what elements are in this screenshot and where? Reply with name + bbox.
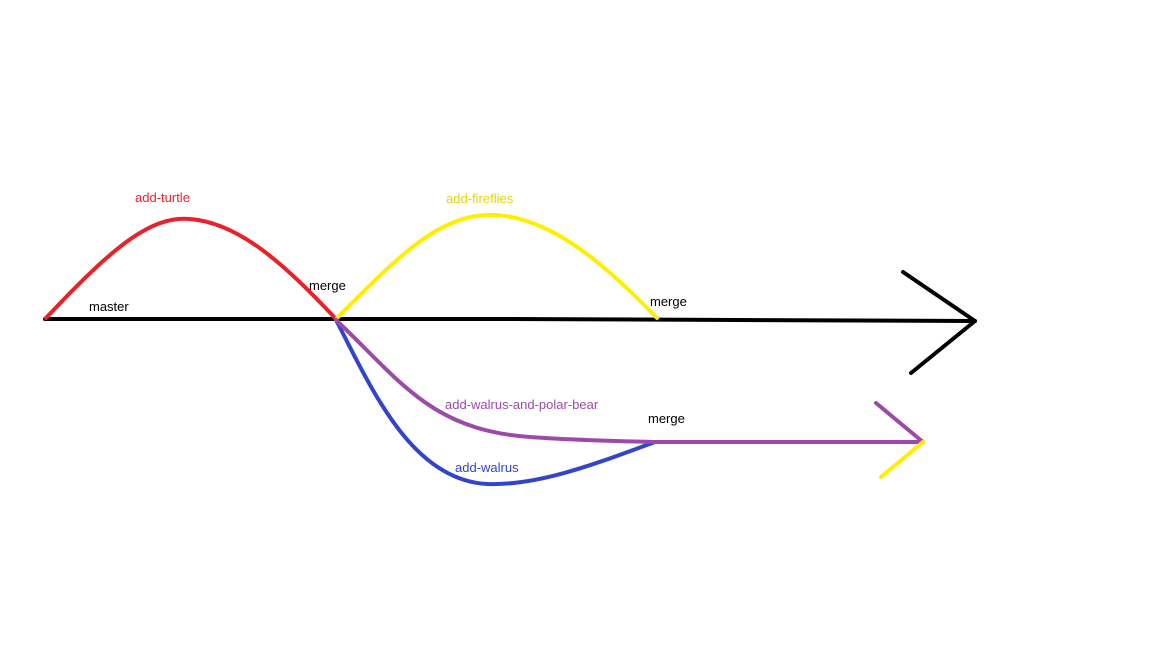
add-turtle-branch-line xyxy=(44,216,337,320)
add-walrus-and-polar-bear-branch-line xyxy=(334,318,925,444)
add-fireflies-branch-line xyxy=(335,212,659,320)
add-walrus-branch-line xyxy=(334,318,657,487)
walrus-arrowhead-bottom-icon xyxy=(879,440,925,479)
master-label: master xyxy=(89,299,129,314)
walrus-arrowhead-top-icon xyxy=(874,401,925,444)
add-fireflies-label: add-fireflies xyxy=(446,191,514,206)
master-arrowhead-icon xyxy=(901,270,977,375)
add-walrus-label: add-walrus xyxy=(455,460,519,475)
add-turtle-label: add-turtle xyxy=(135,190,190,205)
add-walrus-and-polar-bear-label: add-walrus-and-polar-bear xyxy=(445,397,599,412)
merge-walrus-label: merge xyxy=(648,411,685,426)
merge-fireflies-label: merge xyxy=(650,294,687,309)
merge-turtle-label: merge xyxy=(309,278,346,293)
master-branch-line xyxy=(43,317,977,323)
